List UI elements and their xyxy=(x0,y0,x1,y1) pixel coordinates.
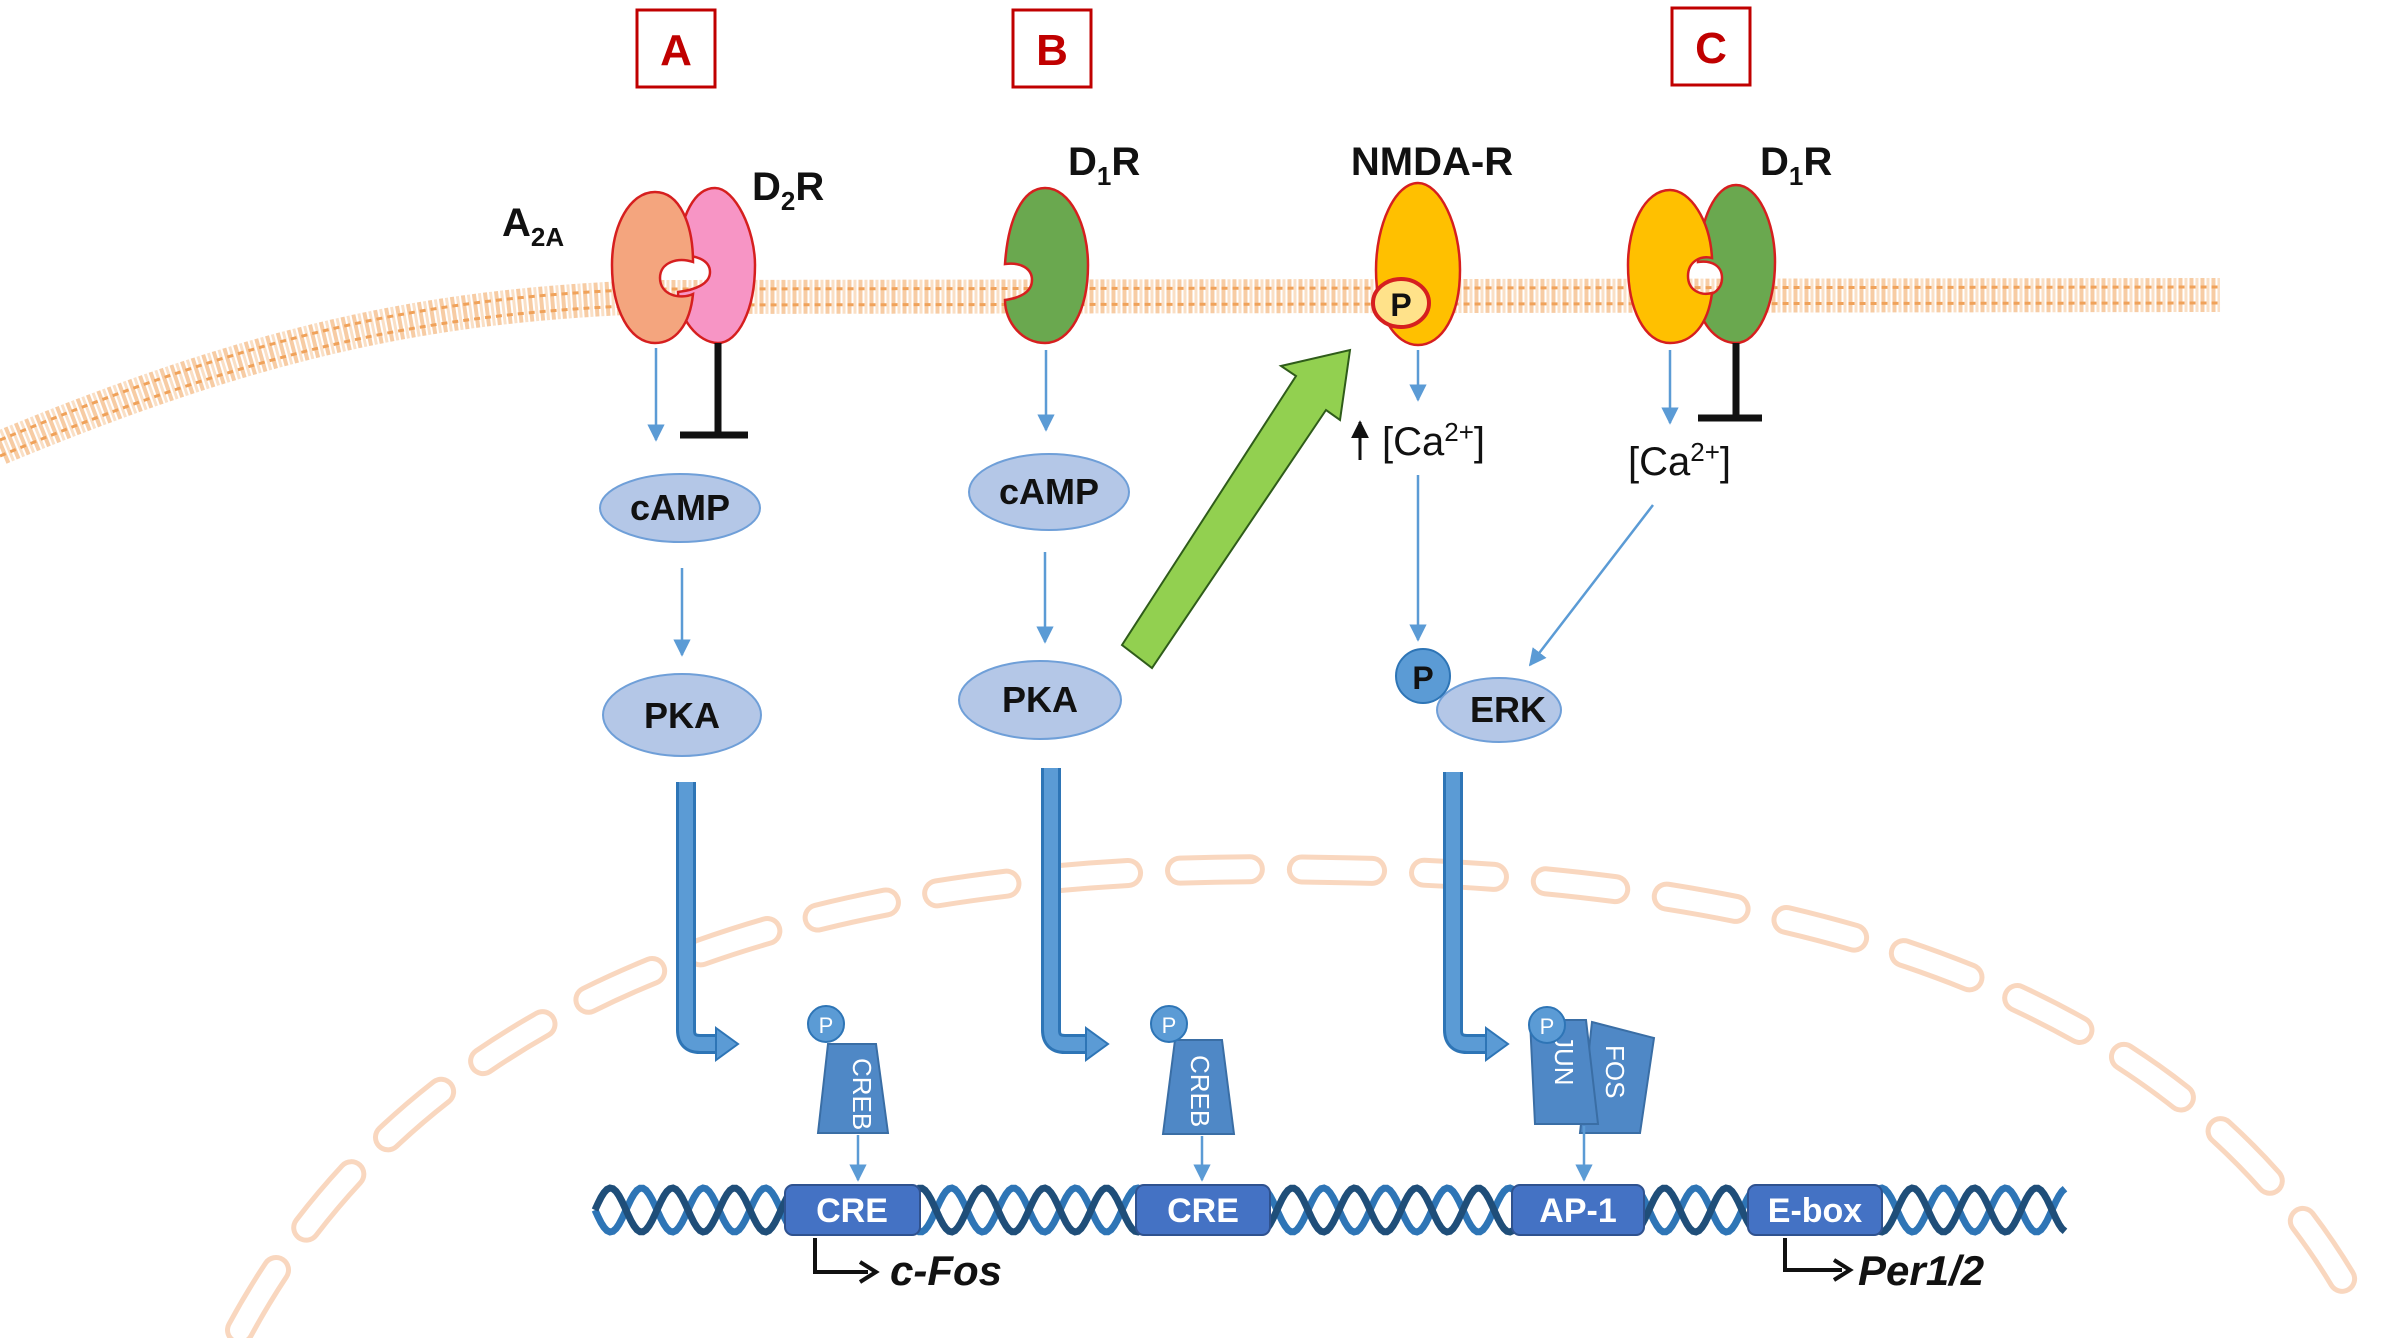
nuclear-envelope-inner xyxy=(230,859,2375,1338)
svg-text:PKA: PKA xyxy=(1002,679,1078,720)
svg-text:cAMP: cAMP xyxy=(630,487,730,528)
per-promoter-arrow xyxy=(1783,1238,1854,1282)
ca-to-erk-arrow xyxy=(1528,504,1654,667)
svg-text:P: P xyxy=(1540,1014,1555,1039)
pka-a: PKA xyxy=(602,673,762,757)
svg-text:PKA: PKA xyxy=(644,695,720,736)
svg-text:P: P xyxy=(1412,660,1433,696)
creb-b-phospho-p: P xyxy=(1150,1005,1188,1043)
d1r-receptor-b xyxy=(1003,186,1090,345)
d1r-label-b: D1R xyxy=(1068,140,1140,191)
ca-label-d1r: [Ca2+] xyxy=(1628,437,1731,484)
svg-text:CRE: CRE xyxy=(1167,1192,1239,1230)
cre-box-a: CRE xyxy=(784,1184,921,1236)
d2r-inhibition xyxy=(680,343,748,439)
svg-text:AP-1: AP-1 xyxy=(1539,1192,1616,1230)
cfos-promoter-arrow xyxy=(813,1238,880,1284)
svg-text:JUN: JUN xyxy=(1549,1035,1579,1086)
svg-text:P: P xyxy=(1162,1013,1177,1038)
svg-text:CREB: CREB xyxy=(847,1058,877,1130)
nmda-label: NMDA-R xyxy=(1351,140,1513,184)
svg-text:CREB: CREB xyxy=(1185,1055,1215,1127)
d1r-inhibition-c xyxy=(1698,343,1762,422)
pka-to-nucleus-arrow-a xyxy=(676,782,740,1062)
nuclear-envelope xyxy=(225,854,2380,1338)
svg-text:CRE: CRE xyxy=(816,1192,888,1230)
cell-membrane xyxy=(0,278,2221,464)
jun: JUN xyxy=(1528,1019,1600,1125)
pka-b: PKA xyxy=(958,660,1122,740)
creb-a: CREB xyxy=(816,1043,890,1134)
creb-a-phospho-p: P xyxy=(807,1005,845,1043)
svg-text:A: A xyxy=(660,26,692,75)
ca-label-nmda: [Ca2+] xyxy=(1382,417,1485,464)
ebox-box: E-box xyxy=(1747,1184,1883,1236)
svg-text:ERK: ERK xyxy=(1470,689,1546,730)
erk-to-nucleus-arrow xyxy=(1443,772,1510,1062)
pka-to-nucleus-arrow-b xyxy=(1041,768,1110,1062)
a2a-label: A2A xyxy=(502,201,564,252)
pka-to-nmda-green-arrow xyxy=(1120,348,1352,670)
panel-label-a: A xyxy=(635,8,717,89)
nmda-receptor-c xyxy=(1626,188,1714,345)
svg-text:cAMP: cAMP xyxy=(999,471,1099,512)
d2r-receptor xyxy=(676,186,757,345)
cfos-gene-label: c-Fos xyxy=(890,1247,1002,1294)
d1r-receptor-c xyxy=(1696,183,1777,345)
svg-text:P: P xyxy=(819,1013,834,1038)
panel-label-b: B xyxy=(1011,8,1093,89)
cre-box-b: CRE xyxy=(1135,1184,1271,1236)
jun-phospho-p: P xyxy=(1528,1006,1566,1044)
creb-b: CREB xyxy=(1161,1039,1236,1135)
per-gene-label: Per1/2 xyxy=(1858,1247,1984,1294)
d1r-label-c: D1R xyxy=(1760,140,1832,191)
svg-text:P: P xyxy=(1390,287,1411,323)
fos: FOS xyxy=(1578,1020,1656,1134)
erk-phospho-p: P xyxy=(1395,648,1451,704)
erk: ERK xyxy=(1436,677,1562,743)
panel-label-c: C xyxy=(1670,6,1752,87)
svg-text:FOS: FOS xyxy=(1600,1045,1630,1098)
d2r-label: D2R xyxy=(752,165,824,216)
camp-b: cAMP xyxy=(968,453,1130,531)
svg-text:B: B xyxy=(1036,26,1068,75)
ap1-box: AP-1 xyxy=(1511,1184,1645,1236)
nmda-phospho-p: P xyxy=(1371,277,1431,329)
svg-text:E-box: E-box xyxy=(1768,1192,1863,1230)
a2a-receptor xyxy=(610,190,695,345)
svg-text:C: C xyxy=(1695,24,1727,73)
camp-a: cAMP xyxy=(599,473,761,543)
